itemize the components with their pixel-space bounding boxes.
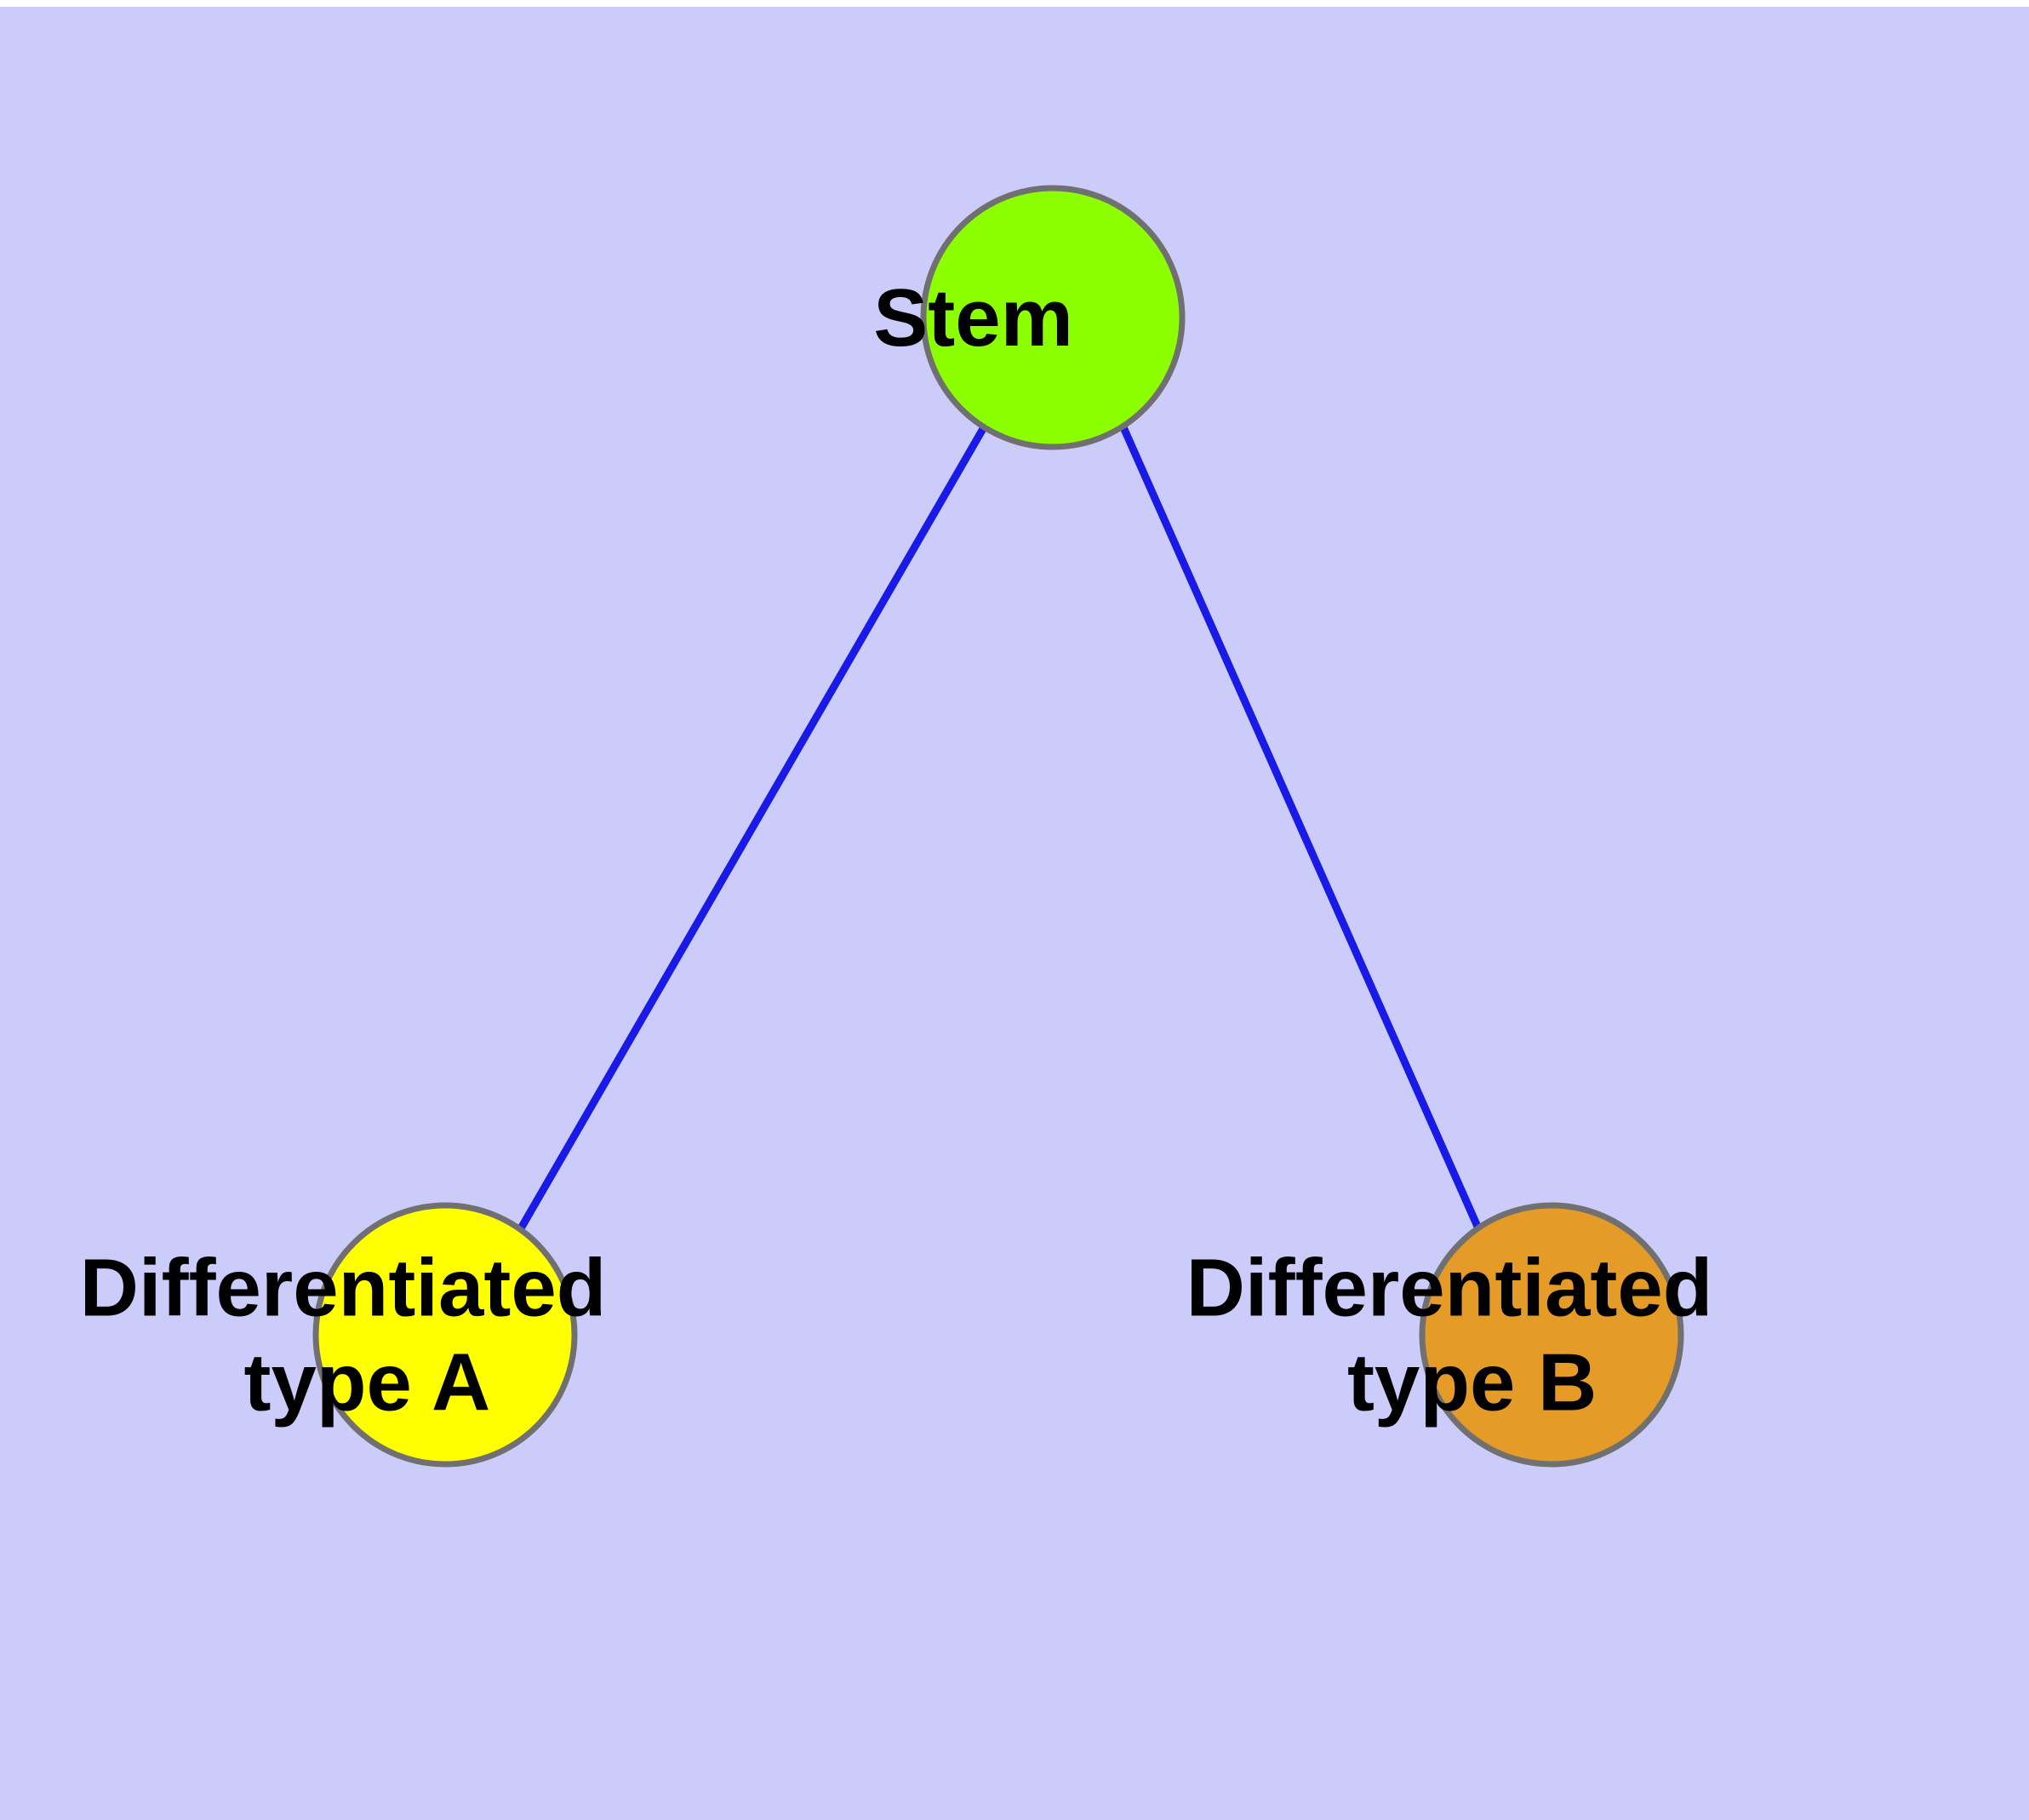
node-diff-b-circle[interactable] [1419,1202,1684,1468]
node-diff-b-label: Differentiated type B [1186,0,1918,1428]
label-layer: Stem Differentiated type A Differentiate… [80,0,1918,1428]
node-stem-label: Stem [873,0,1232,363]
edge-stem-to-diff-a[interactable] [517,425,987,1231]
node-diff-b[interactable] [1419,1202,1684,1468]
node-diff-b-label-line-2: type B [1347,1337,1597,1428]
node-layer [312,185,1684,1468]
node-diff-a-circle[interactable] [312,1202,578,1468]
node-diff-a[interactable] [312,1202,578,1468]
node-diff-a-label-line-1: Differentiated [80,1243,607,1334]
node-stem[interactable] [920,185,1186,450]
edge-layer [517,425,1483,1231]
edge-stem-to-diff-b[interactable] [1119,426,1483,1230]
node-stem-label-line-1: Stem [873,272,1073,363]
node-stem-circle[interactable] [920,185,1186,450]
node-diff-b-label-line-1: Differentiated [1186,1243,1713,1334]
node-diff-a-label: Differentiated type A [80,0,811,1428]
node-diff-a-label-line-2: type A [244,1337,489,1428]
